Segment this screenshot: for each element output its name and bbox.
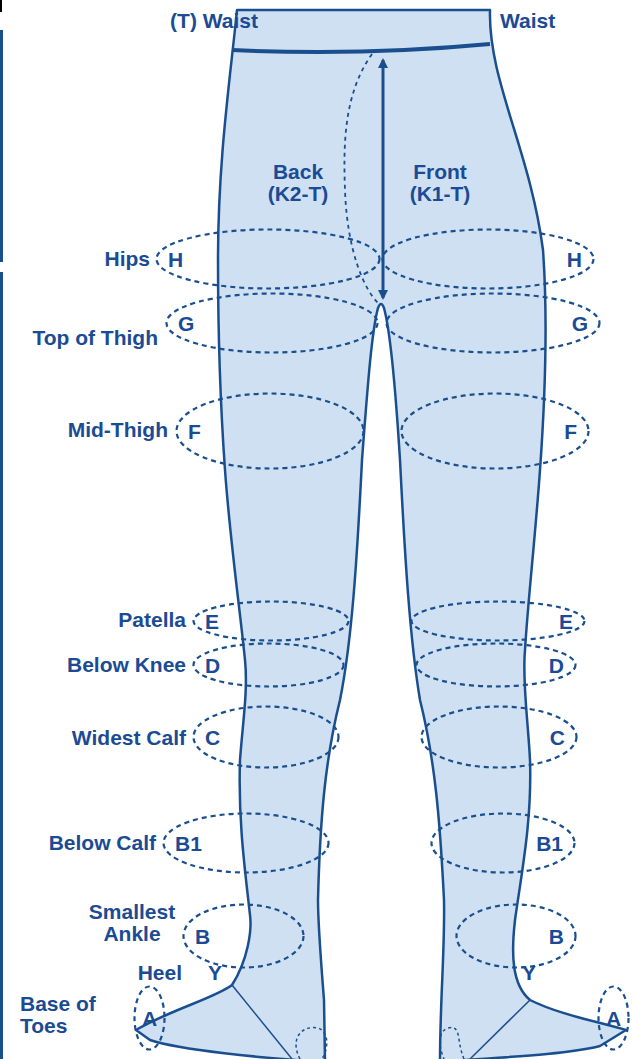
measure-label: Below Knee — [67, 654, 186, 676]
ring-letter: H — [567, 249, 582, 270]
measure-label: Top of Thigh — [32, 327, 158, 349]
ring-letter: F — [564, 421, 577, 442]
measure-ring: H — [381, 228, 595, 290]
ring-letter: B1 — [536, 833, 563, 854]
measure-ring: B — [182, 903, 305, 969]
ring-letter: D — [205, 655, 220, 676]
ring-letter: C — [550, 727, 565, 748]
tights-outline — [136, 10, 626, 1059]
measure-ring: C — [420, 705, 578, 769]
measure-label: Base of Toes — [20, 993, 112, 1037]
dashed-ellipse — [165, 292, 379, 354]
ring-letter: G — [572, 313, 588, 334]
edge-rule — [0, 30, 3, 262]
measure-label: Back (K2-T) — [257, 160, 339, 206]
measure-label: Y — [522, 962, 536, 984]
ring-letter: H — [168, 249, 183, 270]
dashed-ellipse — [155, 228, 381, 290]
dashed-ellipse — [381, 228, 595, 290]
measure-ring: E — [410, 600, 586, 642]
measure-ring: D — [415, 642, 577, 688]
waist-line — [232, 44, 490, 52]
ring-letter: B — [195, 926, 210, 947]
measure-ring: H — [155, 228, 381, 290]
measure-label: Waist — [500, 10, 555, 32]
ring-letter: E — [559, 611, 573, 632]
dashed-ellipse — [385, 292, 601, 354]
measure-ring: C — [192, 705, 340, 769]
measure-label: Patella — [118, 609, 186, 631]
measure-ring: B — [455, 903, 577, 969]
measure-label: Below Calf — [49, 832, 156, 854]
ring-letter: F — [188, 421, 201, 442]
measure-label: Smallest Ankle — [82, 901, 182, 945]
edge-rule — [0, 0, 2, 12]
dashed-ellipse — [175, 392, 365, 470]
measure-ring: B1 — [430, 812, 576, 874]
ring-letter: C — [205, 727, 220, 748]
measure-label: (T) Waist — [170, 10, 258, 32]
measure-ring: A — [133, 985, 166, 1051]
measure-label: Hips — [104, 248, 150, 270]
back-seam — [344, 54, 379, 304]
ring-letter: A — [606, 1008, 621, 1029]
measure-label: Mid-Thigh — [68, 419, 168, 441]
measure-ring: E — [192, 600, 350, 642]
toe-line — [440, 1028, 464, 1059]
ring-letter: E — [205, 611, 219, 632]
measure-ring: A — [597, 985, 630, 1051]
measure-ring: B1 — [162, 812, 330, 874]
ring-letter: A — [142, 1008, 157, 1029]
measure-label: Heel — [138, 962, 182, 984]
measure-label: Y — [208, 962, 222, 984]
measure-ring: G — [385, 292, 601, 354]
measure-ring: F — [175, 392, 365, 470]
heel-line — [232, 985, 292, 1059]
ring-letter: B — [549, 926, 564, 947]
dashed-ellipse — [400, 392, 590, 470]
measure-ring: F — [400, 392, 590, 470]
ring-letter: D — [549, 655, 564, 676]
ring-letter: G — [178, 313, 194, 334]
measure-ring: D — [192, 642, 345, 688]
measure-ring: G — [165, 292, 379, 354]
heel-line — [470, 1000, 530, 1059]
edge-rule — [0, 272, 3, 1059]
measure-label: Widest Calf — [72, 727, 186, 749]
ring-letter: B1 — [175, 833, 202, 854]
measure-label: Front (K1-T) — [399, 160, 481, 206]
toe-line — [296, 1028, 327, 1059]
